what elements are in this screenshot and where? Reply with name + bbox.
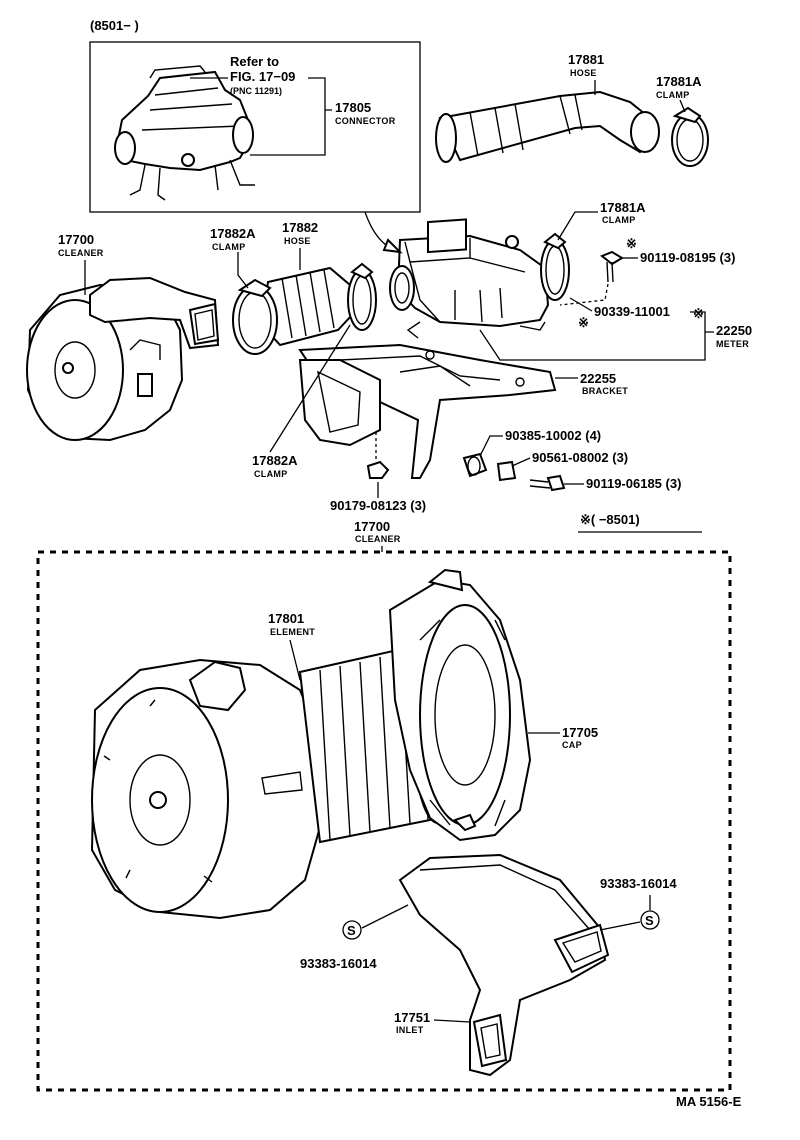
cap-name: CAP xyxy=(562,740,582,750)
inset-arrowhead xyxy=(382,238,403,254)
cleaner-detail-name: CLEANER xyxy=(355,534,401,544)
bolt-90119-06185-drawing xyxy=(529,474,566,492)
bracket-arm-drawing xyxy=(298,359,381,447)
connector-pn: 17805 xyxy=(335,100,371,115)
cleaner-17700-top-drawing xyxy=(26,276,220,442)
screw-right-to-inlet xyxy=(599,921,641,931)
mark-90339-small: ※ xyxy=(578,315,589,330)
clamp-17882A-bottom-name: CLAMP xyxy=(254,469,288,479)
collar-90561-leader xyxy=(511,457,531,467)
bracket-name: BRACKET xyxy=(582,386,628,396)
grommet-90385-leader xyxy=(479,435,503,457)
inlet-name: INLET xyxy=(396,1025,424,1035)
clamp-17881A-mid-leader xyxy=(557,211,598,241)
inlet-17751-drawing xyxy=(398,853,610,1077)
clamp-17881A-mid-name: CLAMP xyxy=(602,215,636,225)
cleaner-top-pn: 17700 xyxy=(58,232,94,247)
nut-90179-drawing xyxy=(366,432,390,479)
screw-left-label: 93383-16014 xyxy=(300,956,377,971)
inset-range-label: (8501− ) xyxy=(90,18,139,33)
cap-17705-drawing xyxy=(388,568,532,842)
refer-line2: FIG. 17−09 xyxy=(230,69,295,84)
connector-leader xyxy=(250,77,332,156)
screw-left-leader xyxy=(361,904,409,929)
s-mark-right: S xyxy=(645,913,654,928)
range-bottom-label: ※( −8501) xyxy=(580,512,640,527)
meter-leader xyxy=(479,311,714,361)
hose-17882-pn: 17882 xyxy=(282,220,318,235)
clamp-17881A-top-name: CLAMP xyxy=(656,90,690,100)
element-leader xyxy=(289,639,301,681)
connector-17805-drawing xyxy=(114,65,255,201)
clamp-17882A-top-name: CLAMP xyxy=(212,242,246,252)
clamp-17881A-mid-pn: 17881A xyxy=(600,200,646,215)
s-mark-right-circle xyxy=(640,910,660,930)
cleaner-detail-pn: 17700 xyxy=(354,519,390,534)
element-name: ELEMENT xyxy=(270,627,315,637)
nut-90179-label: 90179-08123 (3) xyxy=(330,498,426,513)
cleaner-body-drawing xyxy=(90,658,324,920)
s-mark-left-circle xyxy=(342,920,362,940)
grommet-90385-drawing xyxy=(462,452,488,478)
cleaner-detail-frame xyxy=(36,550,732,1092)
clamp-17882A-left-drawing xyxy=(232,278,278,355)
hose-17881-drawing xyxy=(435,90,660,163)
bolt-90119-06185-label: 90119-06185 (3) xyxy=(586,476,681,491)
footer-code: MA 5156-E xyxy=(676,1094,742,1109)
meter-name: METER xyxy=(716,339,749,349)
inlet-pn: 17751 xyxy=(394,1010,430,1025)
bolt-90119-08195-drawing xyxy=(600,250,624,283)
clamp-17881A-top-leader xyxy=(679,99,686,113)
inset-frame xyxy=(89,41,421,213)
clamp-17881A-top-pn: 17881A xyxy=(656,74,702,89)
clamp-17882A-bottom-leader xyxy=(269,324,351,453)
refer-line3: (PNC 11291) xyxy=(230,86,282,96)
clamp-17882A-right-drawing xyxy=(347,262,377,331)
bracket-pn: 22255 xyxy=(580,371,616,386)
screw-90339-leader xyxy=(569,297,593,312)
hose-17882-name: HOSE xyxy=(284,236,311,246)
cleaner-top-name: CLEANER xyxy=(58,248,104,258)
grommet-90385-label: 90385-10002 (4) xyxy=(505,428,601,443)
hose-17881-name: HOSE xyxy=(570,68,597,78)
cap-pn: 17705 xyxy=(562,725,598,740)
mark-90339-11001: ※ xyxy=(693,306,704,321)
clamp-17882A-bottom-pn: 17882A xyxy=(252,453,298,468)
refer-line1: Refer to xyxy=(230,54,279,69)
collar-90561-drawing xyxy=(496,460,517,482)
clamp-17882A-top-pn: 17882A xyxy=(210,226,256,241)
screw-90339-11001-label: 90339-11001 xyxy=(594,304,670,319)
clamp-17882A-top-leader xyxy=(237,252,249,289)
element-pn: 17801 xyxy=(268,611,304,626)
s-mark-left: S xyxy=(347,923,356,938)
inset-connector-group: (8501− ) Refer to FIG. 17−09 (PNC 11291)… xyxy=(89,18,421,213)
hose-17881-pn: 17881 xyxy=(568,52,604,67)
bolt-90119-08195-label: 90119-08195 (3) xyxy=(640,250,735,265)
collar-90561-label: 90561-08002 (3) xyxy=(532,450,628,465)
inlet-leader xyxy=(433,1019,471,1023)
clamp-17881A-mid-drawing xyxy=(540,232,570,301)
clamp-17881A-top-drawing xyxy=(671,106,709,167)
connector-name: CONNECTOR xyxy=(335,116,396,126)
mark-90119-08195: ※ xyxy=(626,236,637,251)
screw-right-label: 93383-16014 xyxy=(600,876,677,891)
meter-22250-drawing xyxy=(389,218,550,339)
meter-pn: 22250 xyxy=(716,323,752,338)
